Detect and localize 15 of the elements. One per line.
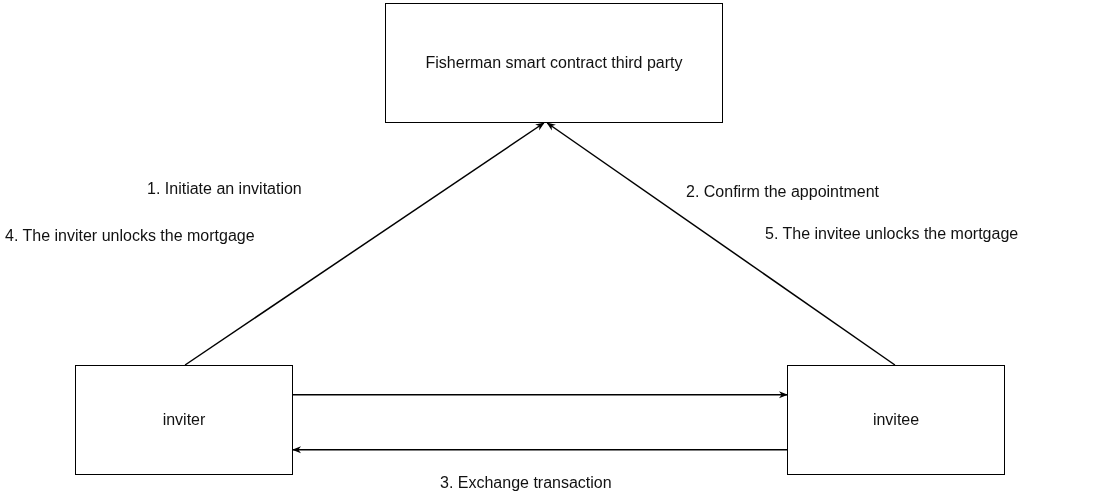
node-label: inviter <box>162 409 206 430</box>
step-label: 4. The inviter unlocks the mortgage <box>5 227 255 245</box>
process-box <box>75 365 293 475</box>
arrow <box>546 122 896 366</box>
step-label: 3. Exchange transaction <box>440 474 612 492</box>
step-label: 2. Confirm the appointment <box>686 183 879 201</box>
node-label: Fisherman smart contract third party <box>425 52 683 73</box>
arrow <box>292 391 788 399</box>
step-label: 5. The invitee unlocks the mortgage <box>765 225 1019 243</box>
process-box <box>787 365 1005 475</box>
arrow <box>292 446 788 454</box>
step-label: 1. Initiate an invitation <box>147 180 302 198</box>
node-label: invitee <box>872 409 920 430</box>
arrow <box>184 122 545 366</box>
process-box <box>385 3 723 123</box>
